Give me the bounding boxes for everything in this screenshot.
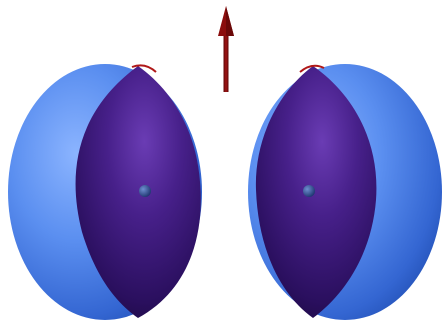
left-lens-rim bbox=[131, 64, 157, 73]
left-core bbox=[139, 185, 151, 197]
up-arrow-icon bbox=[218, 6, 234, 92]
right-core bbox=[303, 185, 315, 197]
right-lobe bbox=[248, 64, 442, 320]
left-lobe bbox=[8, 64, 202, 320]
right-lens bbox=[255, 66, 377, 318]
left-lens bbox=[75, 66, 201, 318]
right-lens-rim bbox=[299, 64, 325, 73]
